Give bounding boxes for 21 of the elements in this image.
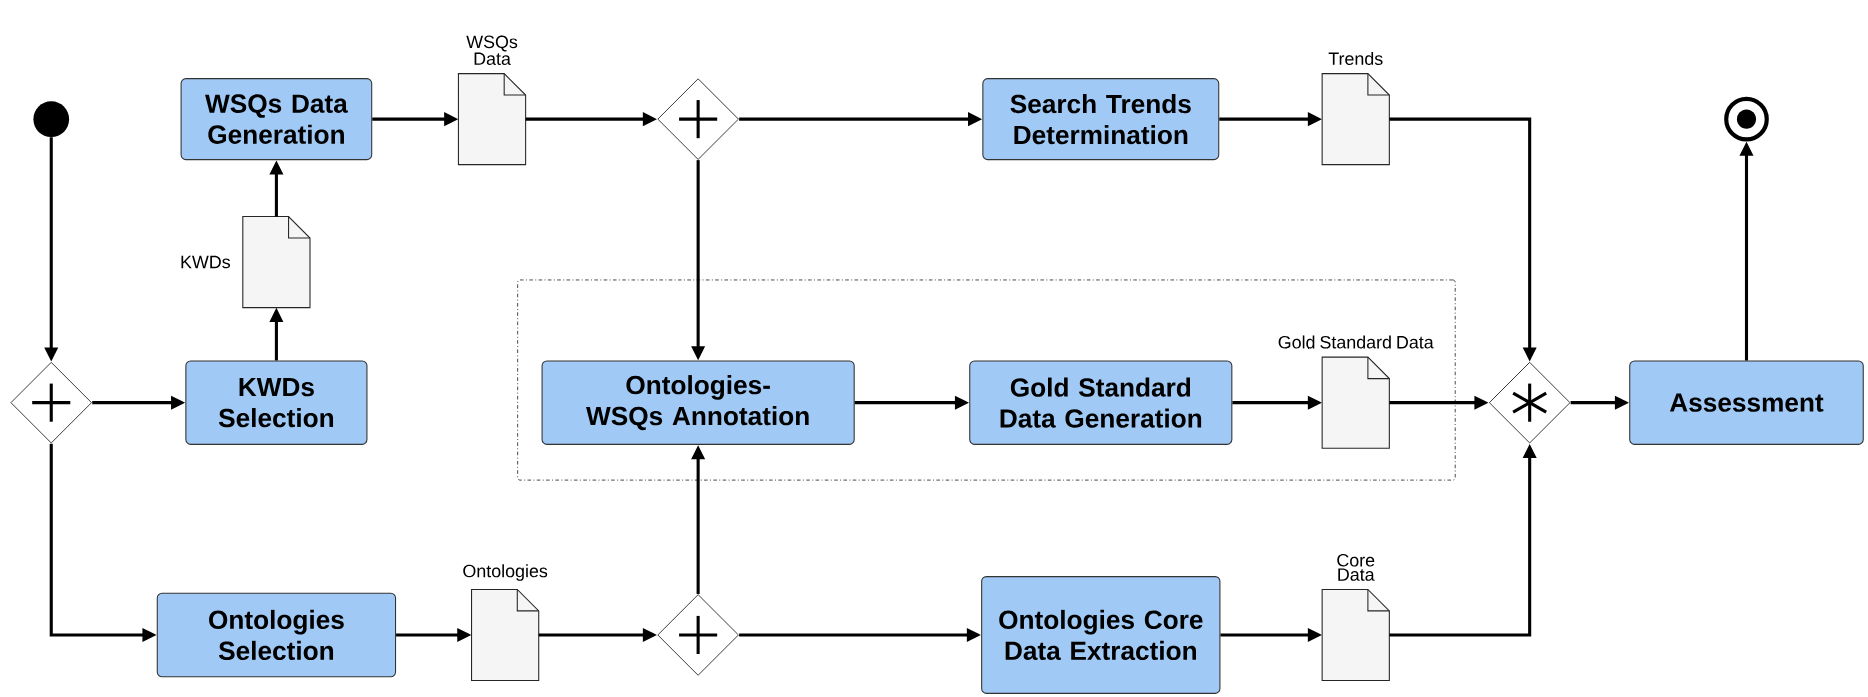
parallel-gateway-diamond: [657, 78, 739, 160]
document-label: Ontologies: [463, 564, 548, 581]
document-label: WSQs Data: [466, 35, 518, 66]
task-box: Ontologies Selection: [156, 592, 397, 678]
task-box: Assessment: [1629, 360, 1864, 445]
task-box: Gold Standard Data Generation: [969, 360, 1233, 445]
start-event-circle: [33, 101, 70, 138]
task-box: KWDs Selection: [185, 360, 368, 445]
parallel-gateway-diamond: [10, 361, 93, 444]
task-box: WSQs Data Generation: [180, 78, 373, 161]
task-box: Ontologies Core Data Extraction: [981, 576, 1221, 694]
complex-gateway-diamond: [1488, 361, 1571, 444]
parallel-gateway-diamond: [657, 594, 739, 676]
group-frame: [517, 279, 1456, 481]
document-label: Gold Standard Data: [1278, 335, 1434, 349]
task-box: Ontologies-WSQs Annotation: [541, 360, 855, 445]
task-box: Search Trends Determination: [982, 78, 1220, 161]
document-label: Trends: [1328, 51, 1383, 66]
document-label: Core Data: [1337, 554, 1375, 581]
end-event-circle: [1724, 96, 1769, 142]
document-label: KWDs: [181, 255, 230, 269]
